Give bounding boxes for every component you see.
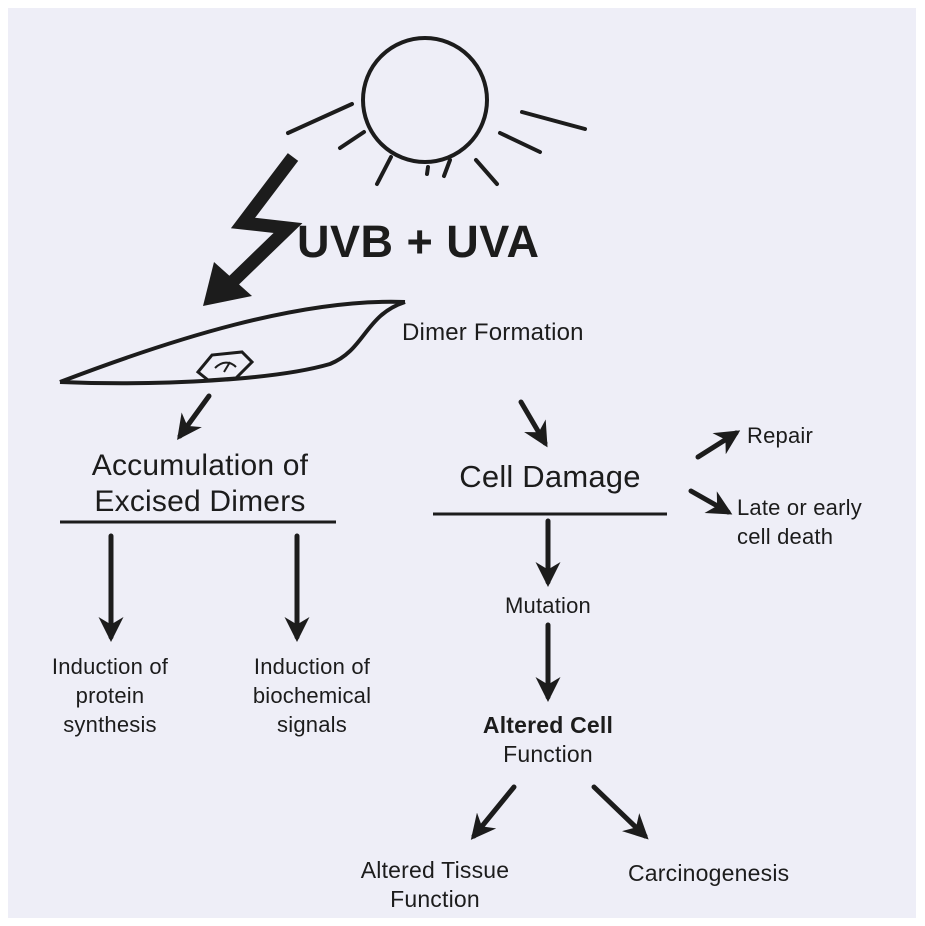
protein-line-1: Induction of	[20, 652, 200, 681]
mutation-label: Mutation	[478, 593, 618, 619]
biochemical-signals-label: Induction of biochemical signals	[212, 652, 412, 739]
biochemical-line-2: biochemical	[212, 681, 412, 710]
altered-tissue-function-label: Altered Tissue Function	[335, 856, 535, 914]
altered-tissue-line-1: Altered Tissue	[335, 856, 535, 885]
altered-cell-line-1: Altered Cell	[448, 711, 648, 740]
cell-death-label: Late or early cell death	[737, 493, 862, 551]
cell-death-line-1: Late or early	[737, 493, 862, 522]
lightning-bolt-arrow-icon	[203, 157, 293, 306]
altered-tissue-line-2: Function	[335, 885, 535, 914]
protein-line-3: synthesis	[20, 710, 200, 739]
altered-cell-function-label: Altered Cell Function	[448, 711, 648, 769]
cell-icon	[60, 302, 405, 383]
biochemical-line-1: Induction of	[212, 652, 412, 681]
arrow-to-carcinogenesis	[594, 787, 645, 836]
carcinogenesis-label: Carcinogenesis	[628, 860, 789, 887]
protein-synthesis-label: Induction of protein synthesis	[20, 652, 200, 739]
repair-label: Repair	[747, 423, 813, 449]
accumulation-line-1: Accumulation of	[55, 448, 345, 484]
arrow-to-altered-tissue	[474, 787, 514, 836]
accumulation-label: Accumulation of Excised Dimers	[55, 448, 345, 520]
sun-icon	[288, 38, 585, 184]
arrow-to-cell-death	[691, 491, 728, 512]
protein-line-2: protein	[20, 681, 200, 710]
cell-damage-label: Cell Damage	[425, 459, 675, 496]
altered-cell-line-2: Function	[448, 740, 648, 769]
dimer-formation-label: Dimer Formation	[402, 319, 584, 347]
biochemical-line-3: signals	[212, 710, 412, 739]
cell-death-line-2: cell death	[737, 522, 862, 551]
accumulation-line-2: Excised Dimers	[55, 484, 345, 520]
arrow-cell-to-accumulation	[180, 396, 209, 436]
uv-source-label: UVB + UVA	[297, 215, 539, 268]
arrow-dimer-to-damage	[521, 402, 545, 443]
arrow-to-repair	[698, 433, 736, 457]
nucleus-icon	[198, 352, 252, 380]
